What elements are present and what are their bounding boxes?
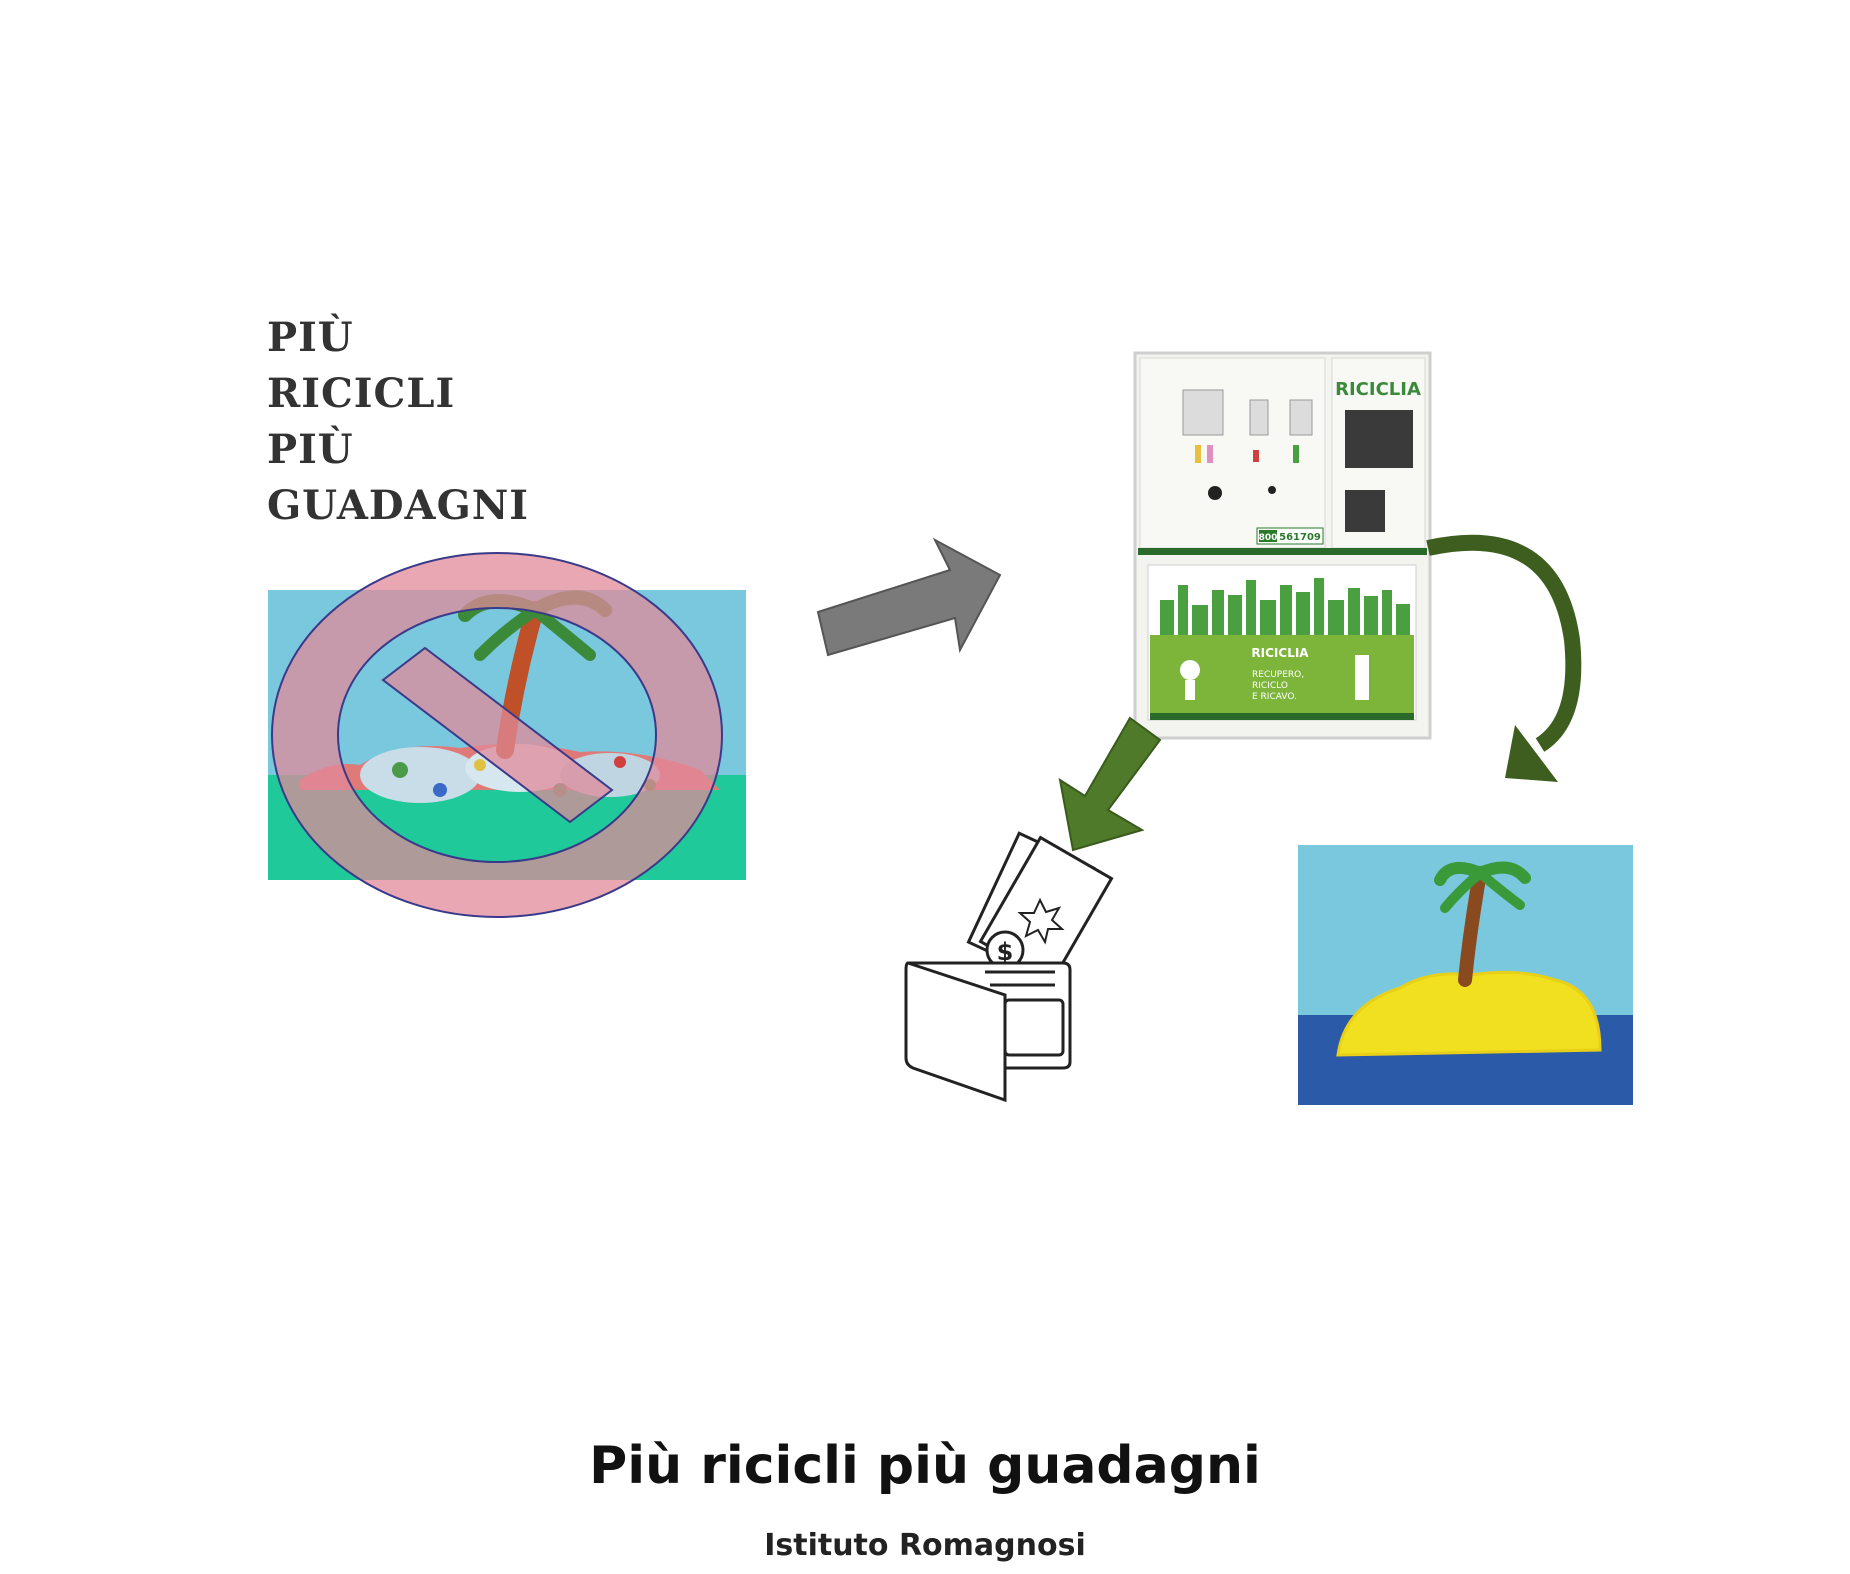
wallet-with-money-icon: $ (904, 831, 1114, 1103)
machine-panel-line-2: RICICLO (1252, 681, 1288, 691)
machine-panel-brand: RICICLIA (1251, 646, 1309, 660)
caption-title: Più ricicli più guadagni (589, 1436, 1261, 1496)
green-curved-arrow-icon (1426, 534, 1582, 782)
caption-subtitle: Istituto Romagnosi (764, 1528, 1086, 1563)
slogan-stack: PIÙ RICICLI PIÙ GUADAGNI (267, 310, 529, 534)
machine-panel-line-3: E RICAVO. (1252, 692, 1297, 702)
clean-island-icon (1298, 845, 1633, 1105)
city-skyline-icon (1160, 578, 1410, 635)
svg-text:$: $ (997, 938, 1014, 966)
no-polluted-island-icon (268, 552, 746, 918)
machine-panel-line-1: RECUPERO, (1252, 670, 1304, 680)
slogan-line-4: GUADAGNI (267, 482, 530, 529)
recycling-machine-icon: 800 561709 RICICLIA RICICLIA RECUPERO, (1133, 351, 1432, 740)
machine-phone-prefix: 800 (1259, 533, 1278, 543)
gray-arrow-icon (816, 537, 1002, 657)
machine-brand: RICICLIA (1335, 379, 1421, 400)
prohibition-sign (270, 552, 724, 918)
green-arrow-down-left-icon (1058, 716, 1162, 852)
slogan-line-1: PIÙ (267, 314, 354, 361)
machine-phone-number: 561709 (1279, 532, 1321, 543)
slogan-line-3: PIÙ (267, 426, 354, 473)
slogan-line-2: RICICLI (267, 370, 456, 417)
